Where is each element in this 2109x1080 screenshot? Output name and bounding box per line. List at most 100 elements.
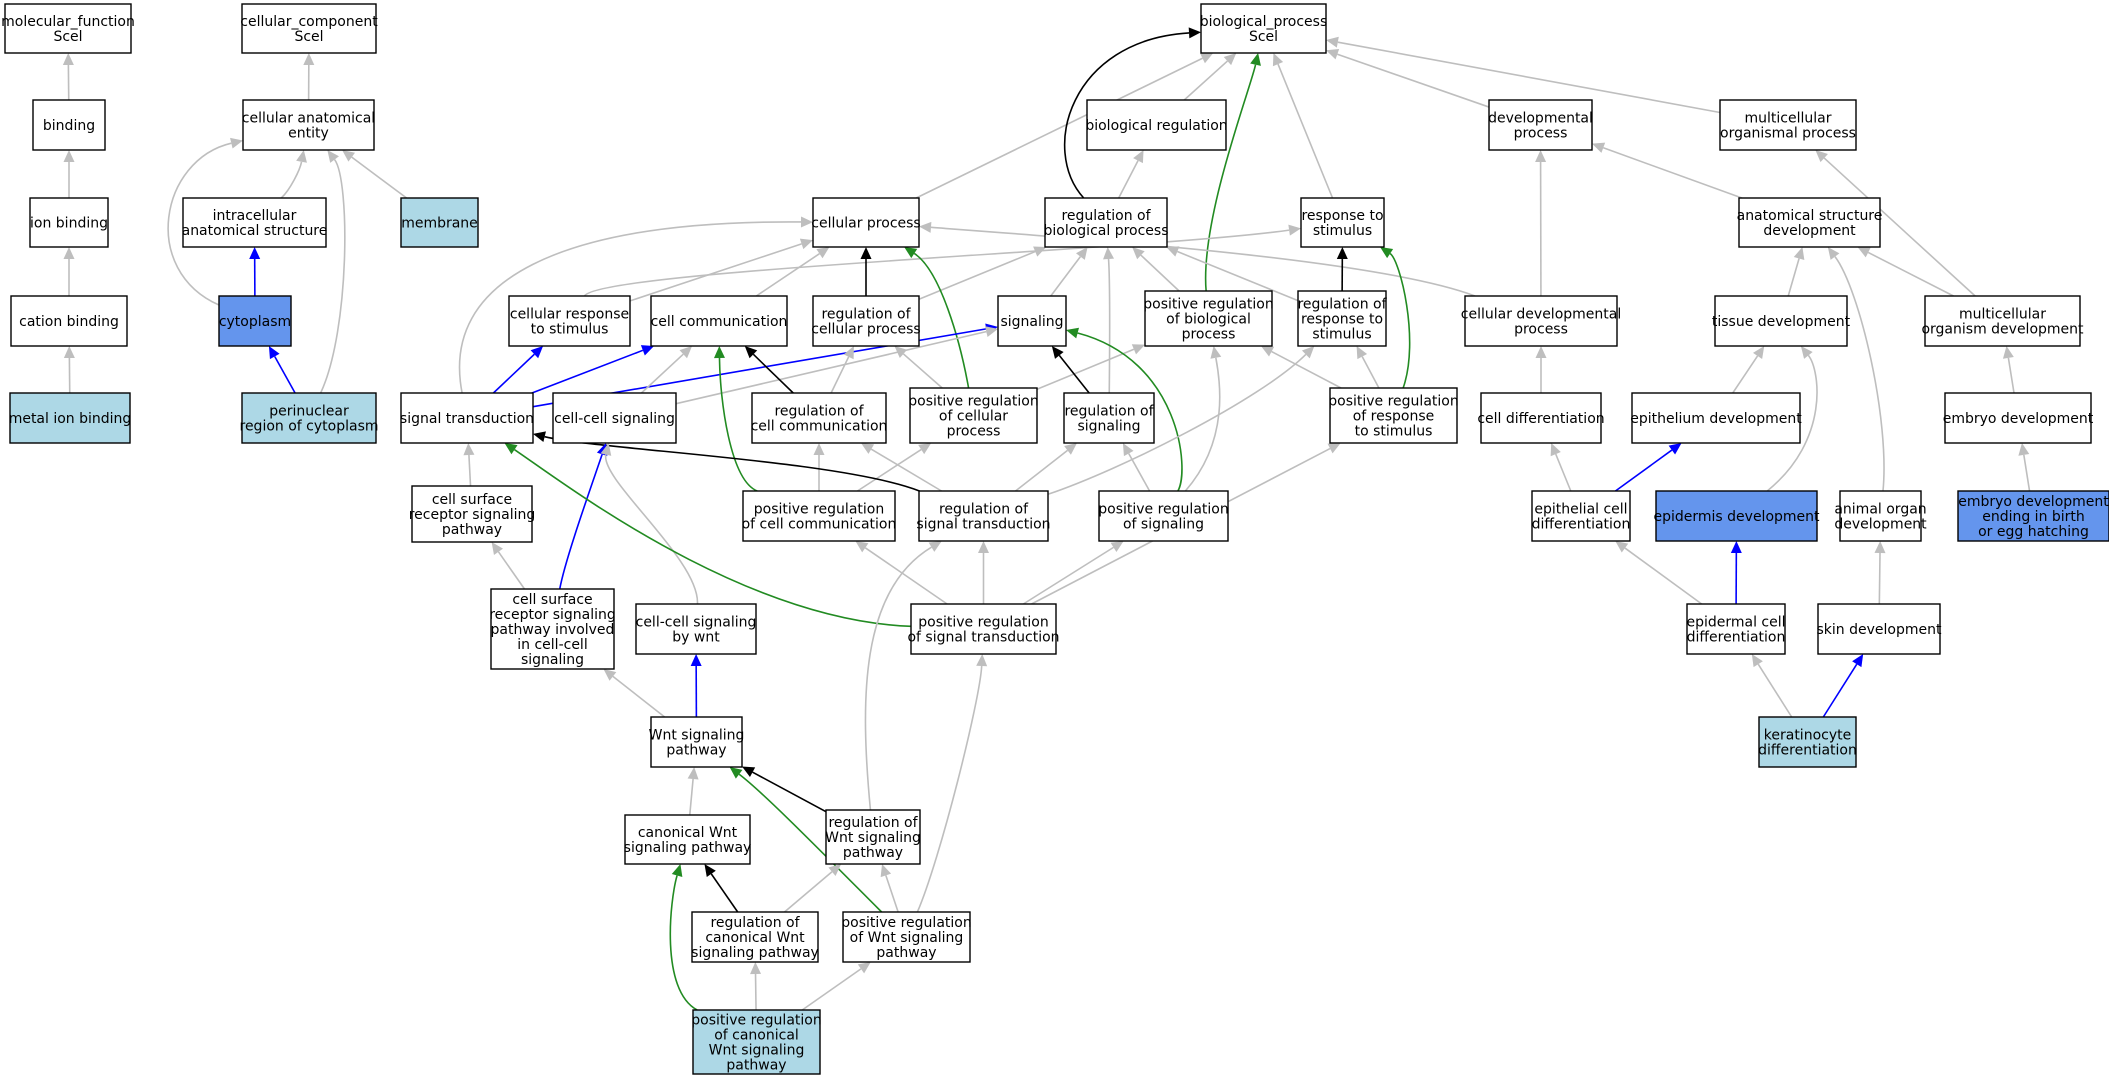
edge-arrowhead <box>296 150 307 163</box>
edge-line <box>640 353 684 394</box>
edge-line <box>1128 453 1151 492</box>
node-label: differentiation <box>1687 630 1786 646</box>
node-label: intracellular <box>213 208 297 224</box>
edge-line <box>856 448 922 492</box>
edge-line <box>1050 256 1082 297</box>
node-label: canonical Wnt <box>638 825 738 841</box>
node-box <box>1297 290 1387 347</box>
node-skindev[interactable]: skin development <box>1817 603 1942 655</box>
edge-arrowhead <box>1066 327 1080 339</box>
node-signaling[interactable]: signaling <box>997 295 1067 347</box>
node-membrane[interactable]: membrane <box>400 197 479 248</box>
edge-line <box>1389 252 1411 389</box>
node-label: positive regulation <box>1143 297 1273 313</box>
node-label: stimulus <box>1313 223 1372 239</box>
edge-is-a <box>167 137 243 306</box>
edge-line <box>830 356 850 394</box>
edge-line <box>1140 254 1180 292</box>
node-label: Wnt signaling <box>825 830 921 846</box>
edge-arrowhead <box>1051 346 1064 359</box>
node-label: embryo development <box>1958 494 2109 510</box>
edge-is-a <box>860 443 942 492</box>
edge-is-a <box>1050 247 1088 297</box>
node-embdev[interactable]: embryo development <box>1943 392 2094 444</box>
edge-arrowhead <box>1800 346 1813 359</box>
edge-positively-regulates <box>1066 327 1183 492</box>
edge-is-a <box>750 962 762 1011</box>
node-label: biological process <box>1044 223 1169 239</box>
node-ccsig[interactable]: cell-cell signaling <box>552 392 677 444</box>
node-bioreg[interactable]: biological regulation <box>1085 99 1228 151</box>
node-cation[interactable]: cation binding <box>10 295 128 347</box>
node-ionbind[interactable]: ion binding <box>29 197 109 248</box>
node-cellproc[interactable]: cellular process <box>811 197 921 248</box>
edge-is-a <box>458 216 813 394</box>
node-box <box>1329 387 1458 444</box>
node-label: perinuclear <box>269 404 349 420</box>
node-cellcomm[interactable]: cell communication <box>650 295 788 347</box>
edge-arrowhead <box>894 346 908 359</box>
node-box <box>635 603 757 655</box>
edge-arrowhead <box>1166 246 1180 257</box>
edge-arrowhead <box>919 221 932 233</box>
node-box <box>29 197 109 248</box>
edge-arrowhead <box>268 346 280 360</box>
node-label: cellular anatomical <box>242 111 375 127</box>
node-metal[interactable]: metal ion binding <box>9 392 132 444</box>
node-label: cation binding <box>19 314 119 330</box>
node-celldiff[interactable]: cell differentiation <box>1477 392 1605 444</box>
node-binding[interactable]: binding <box>32 99 106 151</box>
node-sigtrans[interactable]: signal transduction <box>400 392 534 444</box>
node-tissuedev[interactable]: tissue development <box>1712 295 1851 347</box>
node-cytoplasm[interactable]: cytoplasm <box>218 295 292 347</box>
edge-arrowhead <box>1615 541 1629 553</box>
edge-is-a <box>1103 247 1115 394</box>
node-box <box>1631 392 1801 444</box>
edge-line <box>1787 258 1800 297</box>
node-box <box>1714 295 1848 347</box>
edge-line <box>1554 453 1572 492</box>
node-epidev[interactable]: epithelium development <box>1630 392 1802 444</box>
node-label: skin development <box>1817 622 1942 638</box>
node-epiderm[interactable]: epidermis development <box>1653 490 1820 542</box>
